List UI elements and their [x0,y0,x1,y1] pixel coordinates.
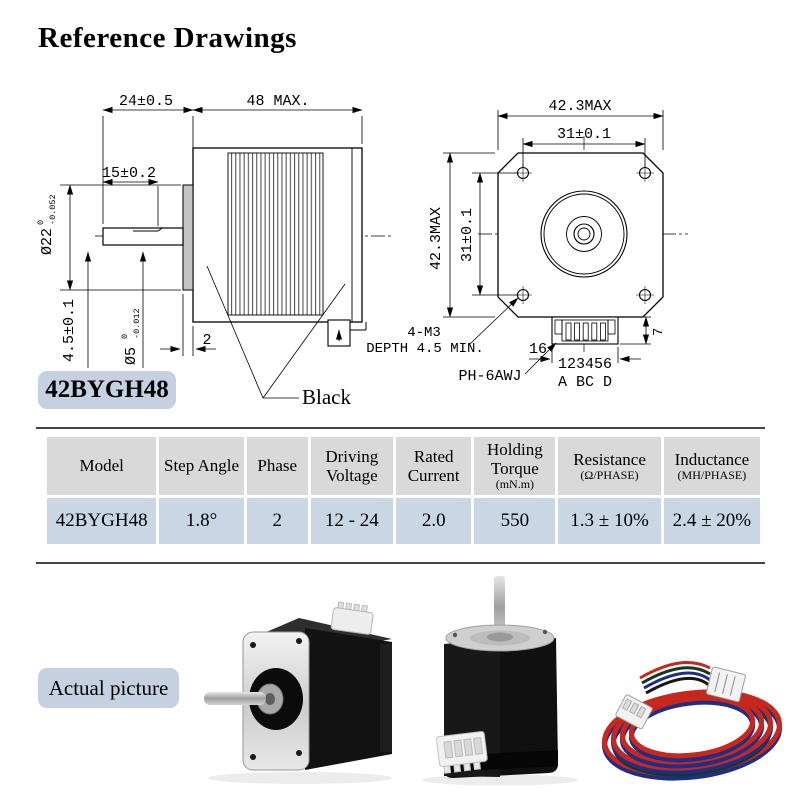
shaft-flat [133,227,163,232]
side-view-drawing: 24±0.5 48 MAX. 15±0.2 Ø22 0 -0.052 4.5±0… [36,93,392,409]
cell-holding-torque: 550 [474,498,556,544]
shaft-photo1 [204,692,266,705]
dim-16-label: 16 [529,341,547,358]
wire-leader [206,265,346,399]
page-title: Reference Drawings [38,22,297,54]
dim-hole-span-h-label: 31±0.1 [557,126,611,143]
col-header-resistance: Resistance(Ω/PHASE) [558,437,661,495]
cell-model: 42BYGH48 [47,498,157,544]
cell-rated-current: 2.0 [395,498,472,544]
dim-shaft-tol-upper: 0 [120,334,130,339]
mounting-note-line2: DEPTH 4.5 MIN. [366,341,484,357]
dim-shaft-tol-lower: -0.012 [132,308,142,339]
cell-inductance: 2.4 ± 20% [663,498,760,544]
side-view-dimensions [60,106,363,399]
connector-on-motor [330,601,374,635]
col-header-model: Model [47,437,157,495]
actual-picture-badge: Actual picture [38,668,179,708]
actual-picture-photos [204,576,782,786]
dim-pilot-tol-upper: 0 [36,220,46,225]
shaft-photo2 [494,576,505,638]
dim-15-label: 15±0.2 [102,165,156,182]
dim-shaft-dia-label: Ø5 [123,347,140,365]
col-header-rated-current: Rated Current [395,437,472,495]
dim-48-label: 48 MAX. [246,93,309,110]
dim-hole-span-v-label: 31±0.1 [459,208,476,262]
wire-color-label: Black [302,385,351,409]
col-header-step-angle: Step Angle [159,437,244,495]
connector-on-motor-2 [436,731,488,774]
divider-bottom [36,562,765,564]
cell-resistance: 1.3 ± 10% [558,498,661,544]
pin-letters-label: A BC D [558,374,612,391]
spec-table-data-row: 42BYGH48 1.8° 2 12 - 24 2.0 550 1.3 ± 10… [47,498,760,544]
col-header-phase: Phase [246,437,308,495]
cell-phase: 2 [246,498,308,544]
col-header-inductance: Inductance(MH/PHASE) [663,437,760,495]
dim-step-height-label: 4.5±0.1 [61,299,78,362]
connector-type-label: PH-6AWJ [458,368,521,385]
front-connector [551,316,619,345]
photo-motor-upright [422,576,578,786]
motor-ribs [227,152,324,316]
model-badge: 42BYGH48 [38,371,176,409]
mounting-holes [514,164,654,304]
pilot-and-shaft-circles [540,190,628,278]
pin-numbers-label: 123456 [558,356,612,373]
dim-pilot-dia-label: Ø22 [39,228,56,255]
photo-motor-three-quarter [204,601,392,784]
cable-connector-left [615,694,653,730]
photo-motor-cable [602,661,782,781]
col-header-holding-torque: Holding Torque(mN.m) [474,437,556,495]
dim-pilot-tol-lower: -0.052 [48,194,58,225]
cell-driving-voltage: 12 - 24 [310,498,393,544]
cable-connector-right [705,666,746,703]
cell-step-angle: 1.8° [159,498,244,544]
front-view-dimensions [443,110,664,375]
dim-7-label: 7 [651,328,667,336]
dim-height-label: 42.3MAX [428,207,445,270]
spec-table-header-row: Model Step Angle Phase Driving Voltage R… [47,437,760,495]
spec-table: Model Step Angle Phase Driving Voltage R… [44,434,763,547]
pilot-flange [182,184,194,291]
technical-drawings: 24±0.5 48 MAX. 15±0.2 Ø22 0 -0.052 4.5±0… [36,93,688,409]
shaft [102,227,184,246]
dim-2-label: 2 [202,332,211,349]
dim-width-label: 42.3MAX [548,98,611,115]
mounting-note-line1: 4-M3 [407,325,441,341]
dim-24-label: 24±0.5 [119,93,173,110]
divider-top [36,427,765,429]
front-view-drawing: 42.3MAX 31±0.1 42.3MAX 31±0.1 4-M3 DEPTH… [366,98,688,391]
col-header-driving-voltage: Driving Voltage [310,437,393,495]
